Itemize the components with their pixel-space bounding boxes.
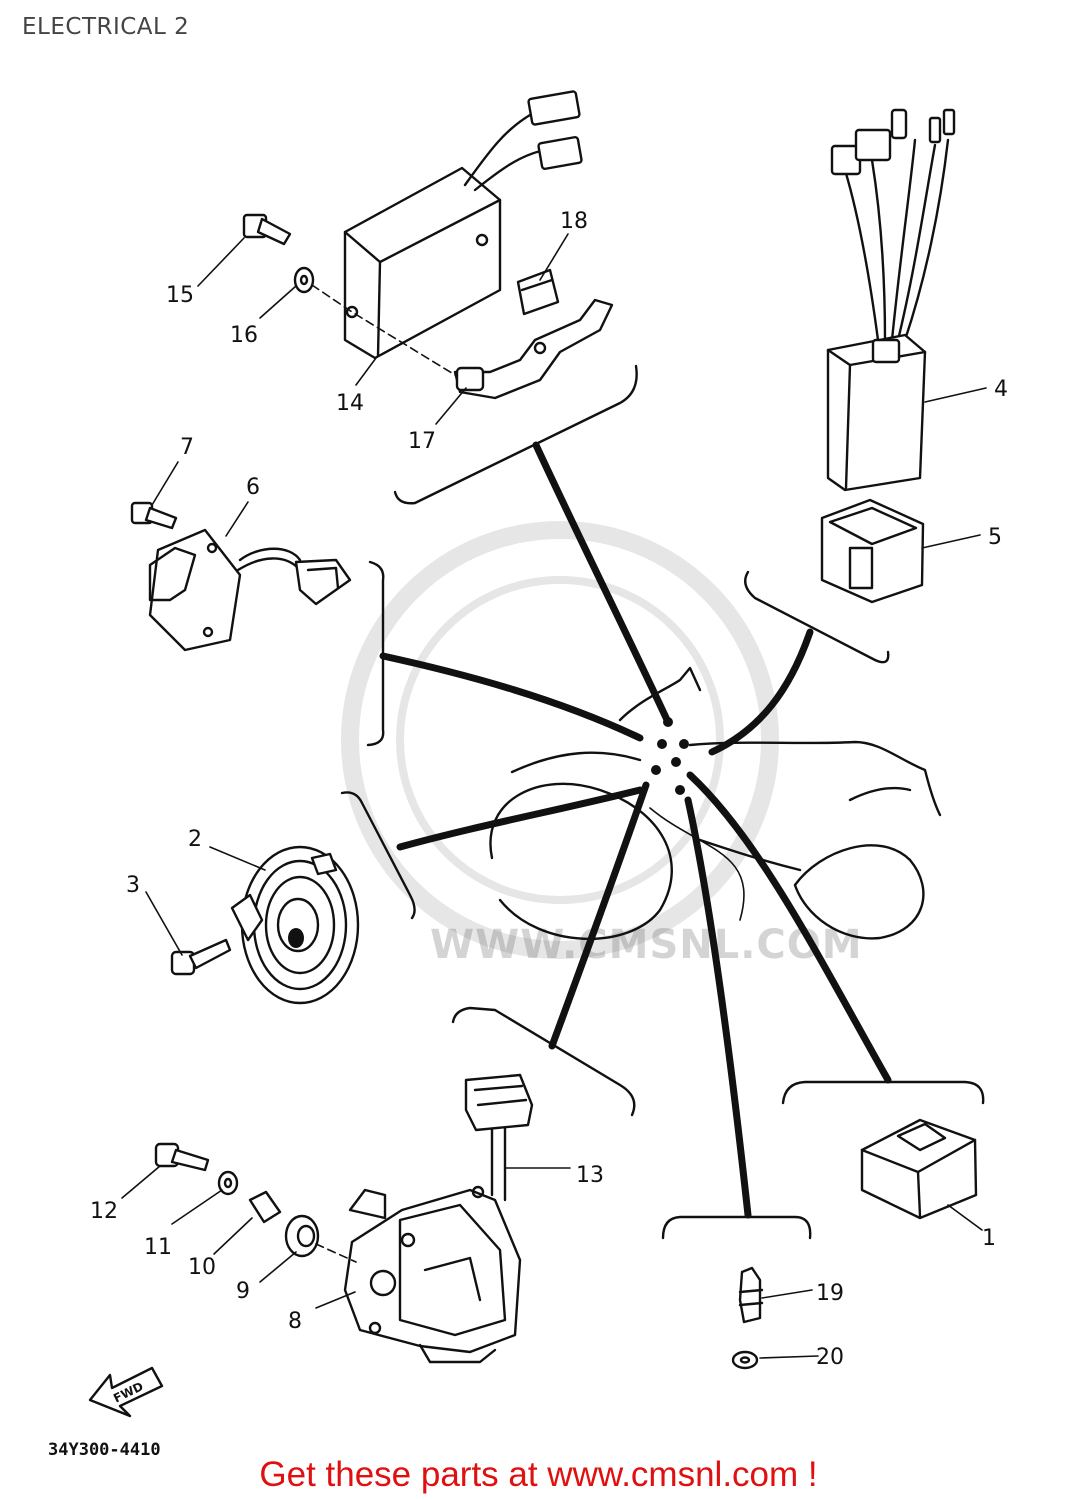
label-part-10: 10	[188, 1255, 216, 1280]
watermark-text: WWW.CMSNL.COM	[430, 922, 863, 968]
fwd-arrow-icon: FWD	[88, 1366, 164, 1418]
label-part-8: 8	[288, 1309, 302, 1334]
footer-link[interactable]: Get these parts at www.cmsnl.com !	[259, 1455, 818, 1494]
bolt-3[interactable]	[170, 938, 232, 976]
battery-cover-5[interactable]	[820, 498, 925, 604]
relay-1[interactable]	[860, 1118, 978, 1220]
label-part-15: 15	[166, 283, 194, 308]
collar-10[interactable]	[248, 1190, 282, 1224]
horn-2[interactable]	[230, 845, 360, 1005]
group-leaders	[379, 441, 892, 1219]
group-brackets	[340, 364, 985, 1240]
switch-assembly-8[interactable]	[343, 1185, 522, 1364]
label-part-1: 1	[982, 1226, 996, 1251]
connection-points	[651, 717, 689, 795]
label-part-9: 9	[236, 1279, 250, 1304]
label-part-5: 5	[988, 525, 1002, 550]
bolt-12[interactable]	[154, 1142, 210, 1172]
battery-4[interactable]	[826, 108, 956, 492]
bracket-17[interactable]	[453, 298, 614, 400]
label-part-19: 19	[816, 1281, 844, 1306]
label-part-16: 16	[230, 323, 258, 348]
cdi-unit-14[interactable]	[343, 90, 583, 360]
diagram-code: 34Y300-4410	[48, 1440, 161, 1460]
part-labels: 1 2 3 4 5 6 7 8 9 10 11 12 13 14 15 16 1…	[90, 209, 1008, 1370]
bolt-7[interactable]	[130, 501, 178, 530]
gasket-20[interactable]	[731, 1350, 759, 1370]
seal-9[interactable]	[284, 1214, 320, 1258]
sensor-19[interactable]	[738, 1266, 764, 1324]
label-part-3: 3	[126, 873, 140, 898]
label-part-14: 14	[336, 391, 364, 416]
rubber-18[interactable]	[516, 268, 560, 316]
watermark-logo	[341, 521, 779, 959]
label-part-12: 12	[90, 1199, 118, 1224]
label-part-18: 18	[560, 209, 588, 234]
label-part-7: 7	[180, 435, 194, 460]
label-part-2: 2	[188, 827, 202, 852]
label-part-20: 20	[816, 1345, 844, 1370]
washer-11[interactable]	[217, 1170, 239, 1196]
label-part-13: 13	[576, 1163, 604, 1188]
callout-leaders	[121, 233, 987, 1359]
bolt-15[interactable]	[242, 213, 292, 246]
washer-16[interactable]	[293, 266, 315, 294]
label-part-4: 4	[994, 377, 1008, 402]
label-part-17: 17	[408, 429, 436, 454]
connector-13[interactable]	[464, 1073, 534, 1202]
rectifier-regulator-6[interactable]	[148, 528, 352, 652]
label-part-6: 6	[246, 475, 260, 500]
page-title: ELECTRICAL 2	[22, 14, 190, 40]
motorcycle-outline	[489, 666, 942, 941]
label-part-11: 11	[144, 1235, 172, 1260]
